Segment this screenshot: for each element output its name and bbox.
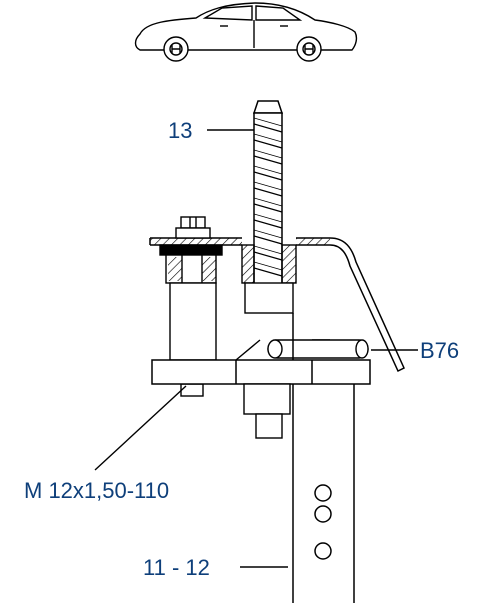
label-part-13: 13 [168, 118, 192, 143]
threaded-rod [252, 100, 284, 294]
label-part-b76: B76 [420, 338, 459, 363]
label-part-11-12: 11 - 12 [143, 555, 210, 580]
pin-b76 [235, 339, 369, 361]
support-plate [151, 359, 371, 385]
vertical-post [292, 313, 355, 603]
leader-lines [94, 129, 418, 568]
rod-collar [241, 244, 297, 314]
left-bolt-assembly [159, 216, 223, 397]
lower-rod [243, 383, 291, 439]
car-sedan-icon [134, 2, 358, 62]
label-bolt-spec: M 12x1,50-110 [24, 478, 169, 503]
